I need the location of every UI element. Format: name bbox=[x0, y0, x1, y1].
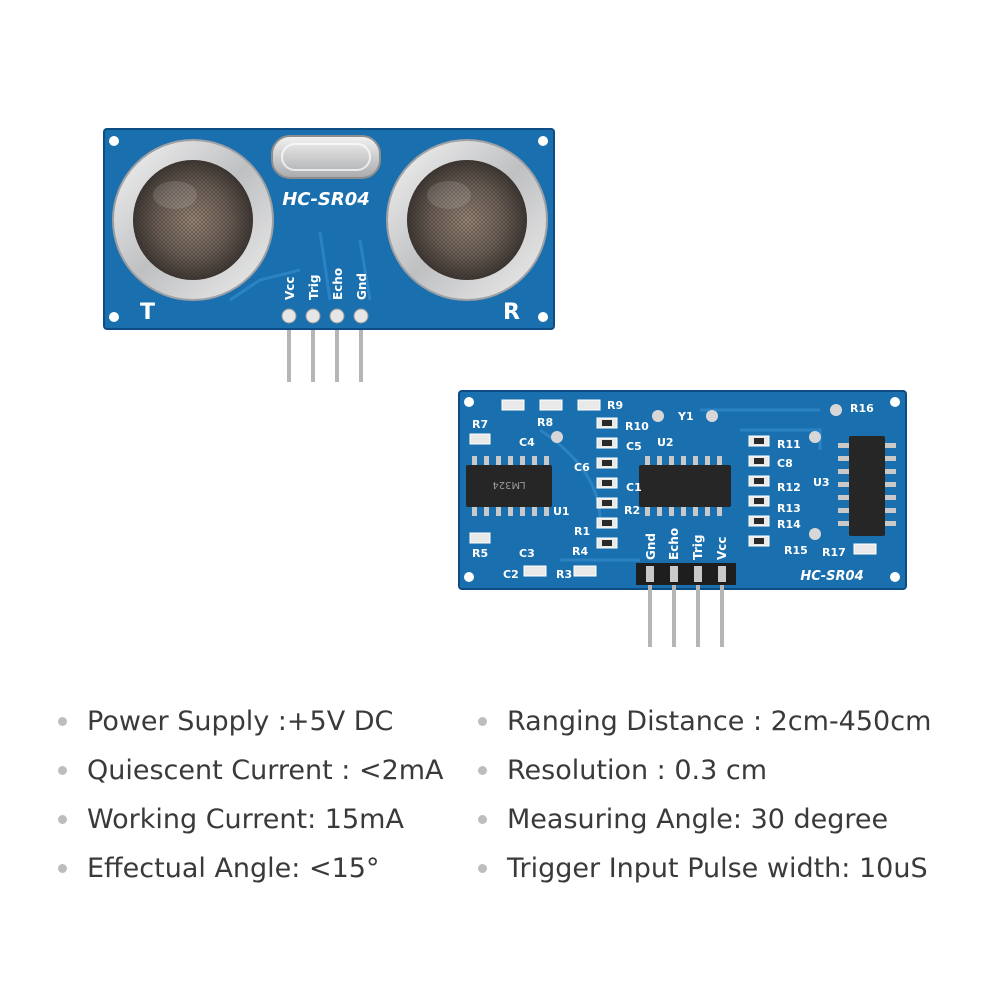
label-r2: R2 bbox=[624, 504, 640, 517]
label-r1: R1 bbox=[574, 525, 590, 538]
spec-item: Ranging Distance : 2cm-450cm bbox=[478, 702, 958, 740]
bullet-icon bbox=[58, 765, 67, 775]
spec-item: Working Current: 15mA bbox=[58, 800, 478, 838]
bullet-icon bbox=[58, 716, 67, 726]
label-u3: U3 bbox=[813, 476, 830, 489]
chip-u2 bbox=[639, 456, 731, 516]
spec-text: Power Supply :+5V DC bbox=[87, 705, 394, 737]
front-label-r: R bbox=[503, 300, 520, 325]
label-r7: R7 bbox=[472, 418, 488, 431]
label-c1: C1 bbox=[626, 481, 642, 494]
spec-list: Power Supply :+5V DC Ranging Distance : … bbox=[58, 702, 958, 887]
chip-u3 bbox=[838, 436, 896, 536]
bullet-icon bbox=[478, 765, 487, 775]
chip-marking: LM324 bbox=[492, 479, 525, 490]
spec-text: Effectual Angle: <15° bbox=[87, 852, 380, 884]
front-pin-label-echo: Echo bbox=[331, 268, 345, 300]
label-c3: C3 bbox=[519, 547, 535, 560]
front-header-pins bbox=[281, 308, 369, 382]
product-photo: HC-SR04 T R Vcc Trig Echo Gnd bbox=[103, 128, 907, 647]
spec-item: Resolution : 0.3 cm bbox=[478, 751, 958, 789]
spec-item: Power Supply :+5V DC bbox=[58, 702, 478, 740]
spec-text: Measuring Angle: 30 degree bbox=[507, 803, 889, 835]
crystal-oscillator bbox=[271, 135, 381, 179]
label-r5: R5 bbox=[472, 547, 488, 560]
front-pin-label-gnd: Gnd bbox=[355, 273, 369, 300]
label-r3: R3 bbox=[556, 568, 572, 581]
spec-text: Ranging Distance : 2cm-450cm bbox=[507, 705, 932, 737]
label-r11: R11 bbox=[777, 438, 801, 451]
bullet-icon bbox=[58, 863, 67, 873]
label-r10: R10 bbox=[625, 420, 649, 433]
label-r9: R9 bbox=[607, 399, 623, 412]
spec-item: Measuring Angle: 30 degree bbox=[478, 800, 958, 838]
spec-item: Effectual Angle: <15° bbox=[58, 849, 478, 887]
back-pin-label-gnd: Gnd bbox=[644, 533, 658, 560]
component-labels: R7 R8 R9 R10 Y1 R16 C4 C5 U2 R11 C8 C6 C… bbox=[472, 399, 874, 581]
label-r16: R16 bbox=[850, 402, 874, 415]
back-model-label: HC-SR04 bbox=[800, 569, 863, 584]
back-pin-label-echo: Echo bbox=[667, 528, 681, 560]
spec-text: Quiescent Current : <2mA bbox=[87, 754, 444, 786]
front-model-label: HC-SR04 bbox=[282, 189, 370, 210]
label-r17: R17 bbox=[822, 546, 846, 559]
label-r12: R12 bbox=[777, 481, 801, 494]
label-u1: U1 bbox=[553, 505, 570, 518]
label-r14: R14 bbox=[777, 518, 801, 531]
front-board: HC-SR04 T R Vcc Trig Echo Gnd bbox=[103, 128, 555, 382]
label-c8: C8 bbox=[777, 457, 793, 470]
chip-u1: LM324 bbox=[466, 456, 552, 516]
front-label-t: T bbox=[140, 300, 155, 325]
front-pin-label-vcc: Vcc bbox=[283, 276, 297, 300]
spec-item: Quiescent Current : <2mA bbox=[58, 751, 478, 789]
label-r8: R8 bbox=[537, 416, 553, 429]
receiver-transducer bbox=[386, 139, 548, 301]
label-y1: Y1 bbox=[677, 410, 694, 423]
back-pin-label-trig: Trig bbox=[691, 535, 705, 561]
bullet-icon bbox=[478, 863, 487, 873]
spec-item: Trigger Input Pulse width: 10uS bbox=[478, 849, 958, 887]
spec-text: Resolution : 0.3 cm bbox=[507, 754, 768, 786]
transmitter-transducer bbox=[112, 139, 274, 301]
back-pin-label-vcc: Vcc bbox=[715, 536, 729, 560]
bullet-icon bbox=[478, 814, 487, 824]
label-r13: R13 bbox=[777, 502, 801, 515]
bullet-icon bbox=[478, 716, 487, 726]
label-r4: R4 bbox=[572, 545, 588, 558]
label-c6: C6 bbox=[574, 461, 590, 474]
label-c2: C2 bbox=[503, 568, 519, 581]
label-u2: U2 bbox=[657, 436, 674, 449]
label-c5: C5 bbox=[626, 440, 642, 453]
label-r15: R15 bbox=[784, 544, 808, 557]
front-pin-label-trig: Trig bbox=[307, 275, 321, 301]
smd-components bbox=[469, 399, 877, 577]
spec-text: Trigger Input Pulse width: 10uS bbox=[507, 852, 928, 884]
spec-text: Working Current: 15mA bbox=[87, 803, 404, 835]
bullet-icon bbox=[58, 814, 67, 824]
back-header-pins bbox=[636, 563, 736, 647]
label-c4: C4 bbox=[519, 436, 535, 449]
back-board: LM324 bbox=[458, 390, 907, 647]
